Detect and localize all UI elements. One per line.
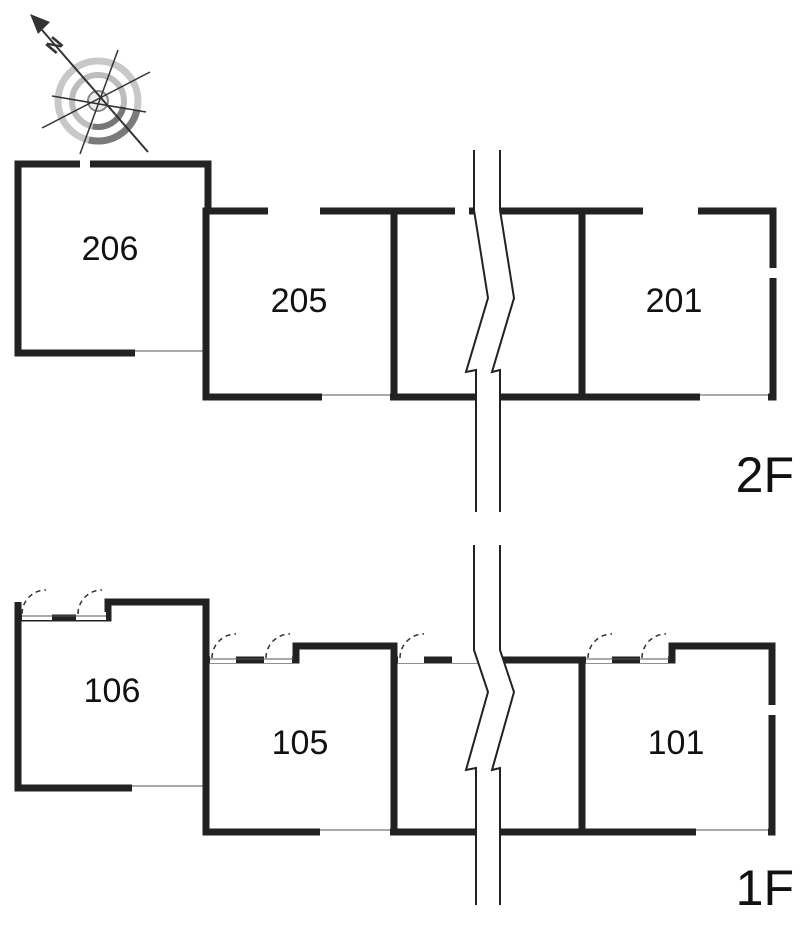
- unit-label-205: 205: [271, 282, 328, 320]
- door-swing-icon: [265, 633, 291, 659]
- floor-label-1f: 1F: [736, 860, 794, 916]
- floor-1f: 106 105 101 1F: [14, 545, 794, 916]
- unit-label-101: 101: [648, 724, 705, 762]
- door-swing-icon: [21, 589, 47, 615]
- floor-2f: 206 205 201 2F: [14, 150, 794, 512]
- unit-label-201: 201: [646, 282, 703, 320]
- break-symbol-2f: [464, 150, 516, 512]
- unit-206: [14, 160, 212, 357]
- door-swing-icon: [211, 633, 237, 659]
- door-swing-icon: [641, 633, 667, 659]
- north-arrow-icon: [30, 14, 50, 34]
- unit-105: [202, 633, 398, 836]
- door-swing-icon: [587, 633, 613, 659]
- break-symbol-1f: [464, 545, 516, 905]
- unit-label-106: 106: [84, 672, 141, 710]
- unit-label-105: 105: [272, 724, 329, 762]
- floor-label-2f: 2F: [736, 447, 794, 503]
- unit-106: [14, 589, 210, 792]
- unit-label-206: 206: [82, 230, 139, 268]
- unit-101: [578, 633, 776, 836]
- door-swing-icon: [399, 633, 425, 659]
- unit-201: [578, 207, 777, 401]
- door-swing-icon: [77, 589, 103, 615]
- compass-icon: N: [30, 14, 151, 155]
